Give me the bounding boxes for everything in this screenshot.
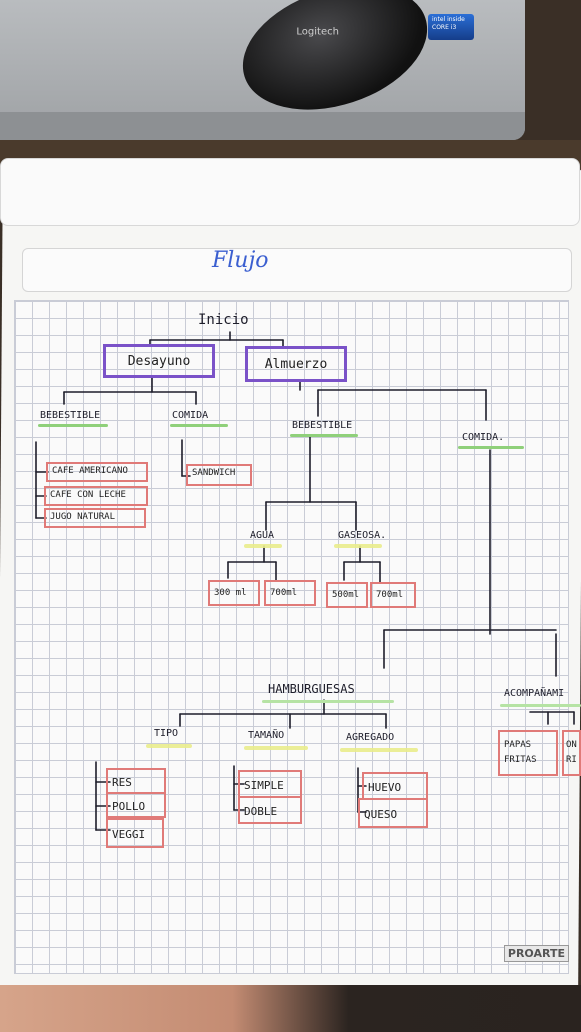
item-jugo-natural: JUGO NATURAL — [44, 508, 146, 528]
grid-area — [14, 300, 569, 974]
laptop-edge — [0, 112, 525, 140]
item-cafe-americano: CAFE AMERICANO — [46, 462, 148, 482]
desayuno-bebestible-label: BEBESTIBLE — [40, 410, 101, 421]
almuerzo-comida-underline — [458, 446, 524, 449]
tipo-label: TIPO — [154, 728, 179, 739]
item-sandwich: SANDWICH — [186, 464, 252, 486]
gaseosa-highlight — [334, 544, 382, 548]
tipo-highlight — [146, 744, 192, 748]
root-node: Inicio — [198, 312, 249, 328]
comida-underline — [170, 424, 228, 427]
item-res: RES — [106, 768, 166, 794]
almuerzo-node: Almuerzo — [245, 346, 347, 382]
almuerzo-bebestible-label: BEBESTIBLE — [292, 420, 353, 431]
item-gaseosa-700: 700ml — [370, 582, 416, 608]
desayuno-comida-label: COMIDA — [172, 410, 209, 421]
item-pollo: POLLO — [106, 792, 166, 818]
item-queso: QUESO — [358, 798, 428, 828]
title-box — [22, 248, 572, 292]
hand-and-table — [0, 985, 581, 1032]
intel-sticker: intel inside CORE i3 — [428, 14, 474, 40]
item-doble: DOBLE — [238, 796, 302, 824]
tamano-highlight — [244, 746, 308, 750]
gaseosa-label: GASEOSA. — [338, 530, 387, 541]
bebestible-underline — [38, 424, 108, 427]
page-title: Flujo — [212, 248, 269, 273]
tamano-label: TAMAÑO — [248, 730, 285, 741]
hamburguesas-underline — [262, 700, 394, 703]
hamburguesas-label: HAMBURGUESAS — [268, 682, 355, 696]
item-simple: SIMPLE — [238, 770, 302, 798]
acompanamiento-label: ACOMPAÑAMI — [504, 688, 565, 699]
item-agua-300: 300 ml — [208, 580, 260, 606]
agregado-label: AGREGADO — [346, 732, 395, 743]
paper-brand: PROARTE — [503, 945, 569, 962]
item-huevo: HUEVO — [362, 772, 428, 800]
almuerzo-bebestible-underline — [290, 434, 358, 437]
agua-label: AGUA — [250, 530, 275, 541]
agregado-highlight — [340, 748, 418, 752]
agua-highlight — [244, 544, 282, 548]
item-cafe-con-leche: CAFE CON LECHE — [44, 486, 148, 506]
acompanamiento-underline — [500, 704, 581, 707]
item-aros-cebolla: ON RI — [562, 730, 581, 776]
desayuno-node: Desayuno — [103, 344, 215, 378]
item-papas-fritas: PAPAS FRITAS — [498, 730, 558, 776]
almuerzo-comida-label: COMIDA. — [462, 432, 505, 443]
item-agua-700: 700ml — [264, 580, 316, 606]
item-gaseosa-500: 500ml — [326, 582, 368, 608]
item-veggi: VEGGI — [106, 818, 164, 848]
notebook-binding — [0, 158, 580, 226]
